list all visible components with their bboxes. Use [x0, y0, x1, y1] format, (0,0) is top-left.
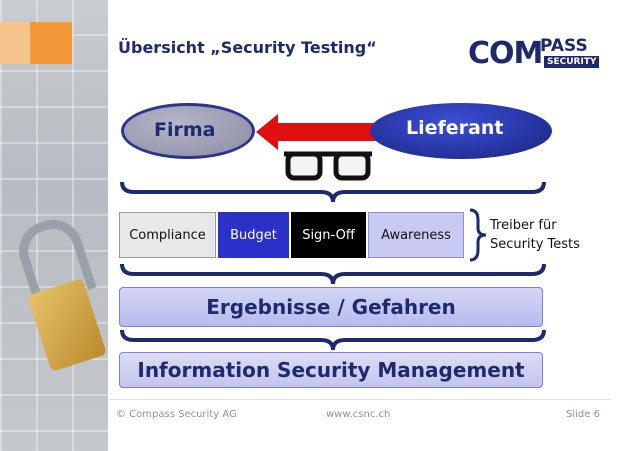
compass-security-logo: COM PASS SECURITY [468, 34, 618, 78]
treiber-line-2: Security Tests [490, 237, 580, 252]
compliance-box: Compliance [119, 212, 216, 258]
lieferant-oval: Lieferant [370, 103, 552, 159]
ergebnisse-bar: Ergebnisse / Gefahren [119, 287, 543, 327]
logo-com-text: COM [468, 36, 543, 71]
ism-bar: Information Security Management [119, 352, 543, 388]
brace-bottom [120, 329, 546, 351]
treiber-line-1: Treiber für [490, 218, 557, 233]
orange-accent [30, 22, 72, 64]
treiber-text: Treiber für Security Tests [490, 216, 580, 254]
decorative-background-strip [0, 0, 108, 451]
logo-pass-text: PASS [540, 36, 588, 56]
footer-divider [110, 399, 610, 400]
logo-security-text: SECURITY [544, 56, 600, 68]
firma-label: Firma [154, 119, 216, 141]
lieferant-label: Lieferant [406, 117, 504, 139]
footer-slide-number: Slide 6 [566, 409, 600, 420]
slide-title: Übersicht „Security Testing“ [118, 38, 377, 57]
brace-top [120, 181, 546, 203]
budget-box: Budget [218, 212, 289, 258]
firma-oval: Firma [121, 103, 255, 159]
brace-right [469, 208, 487, 262]
footer-url: www.csnc.ch [326, 409, 391, 420]
brace-middle [120, 263, 546, 285]
awareness-box: Awareness [368, 212, 464, 258]
glasses-icon [284, 151, 372, 181]
red-arrow-icon [256, 114, 378, 150]
orange-accent-light [0, 22, 30, 64]
sign-off-box: Sign-Off [291, 212, 366, 258]
keyboard-texture [0, 0, 108, 451]
footer-copyright: © Compass Security AG [116, 409, 237, 420]
